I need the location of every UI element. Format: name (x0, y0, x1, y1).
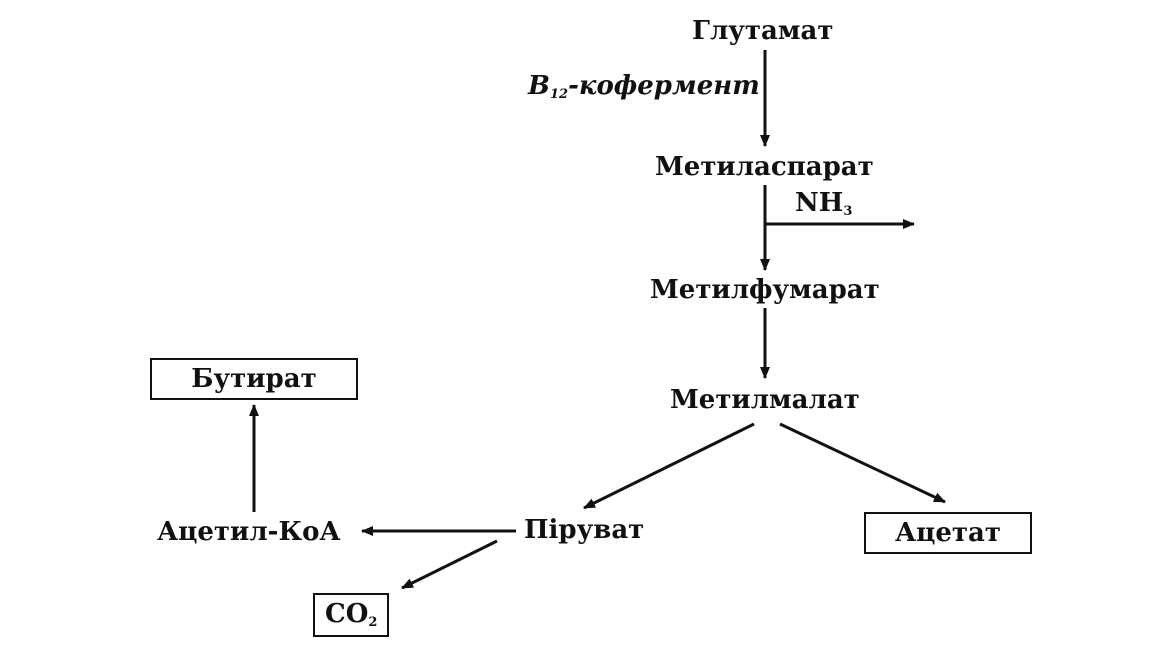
node-methylaspartate: Метиласпарат (655, 152, 874, 182)
cofactor-sub: 12 (549, 87, 569, 102)
cofactor-main: B (528, 71, 550, 101)
cofactor-rest: -кофермент (568, 71, 760, 101)
node-acetyl-coa: Ацетил-КоА (157, 517, 341, 547)
arrow-methylmalate-to-acetate (779, 422, 946, 504)
node-butyrate: Бутират (150, 358, 358, 400)
arrow-pyruvate-to-co2 (401, 539, 498, 590)
node-co2: CO2 (313, 593, 390, 637)
node-pyruvate: Піруват (524, 515, 645, 545)
co2-main: CO (325, 599, 369, 629)
arrow-methylmalate-to-pyruvate (583, 422, 755, 510)
node-methylmalate: Метилмалат (670, 385, 860, 415)
label-nh3: NH3 (795, 190, 852, 218)
label-b12-coenzyme: B12-кофермент (528, 73, 760, 101)
nh3-sub: 3 (843, 204, 853, 219)
nh3-main: NH (795, 188, 844, 218)
node-methylfumarate: Метилфумарат (650, 275, 880, 305)
node-acetate: Ацетат (864, 512, 1032, 554)
co2-sub: 2 (368, 615, 378, 630)
node-glutamate: Глутамат (692, 16, 834, 46)
